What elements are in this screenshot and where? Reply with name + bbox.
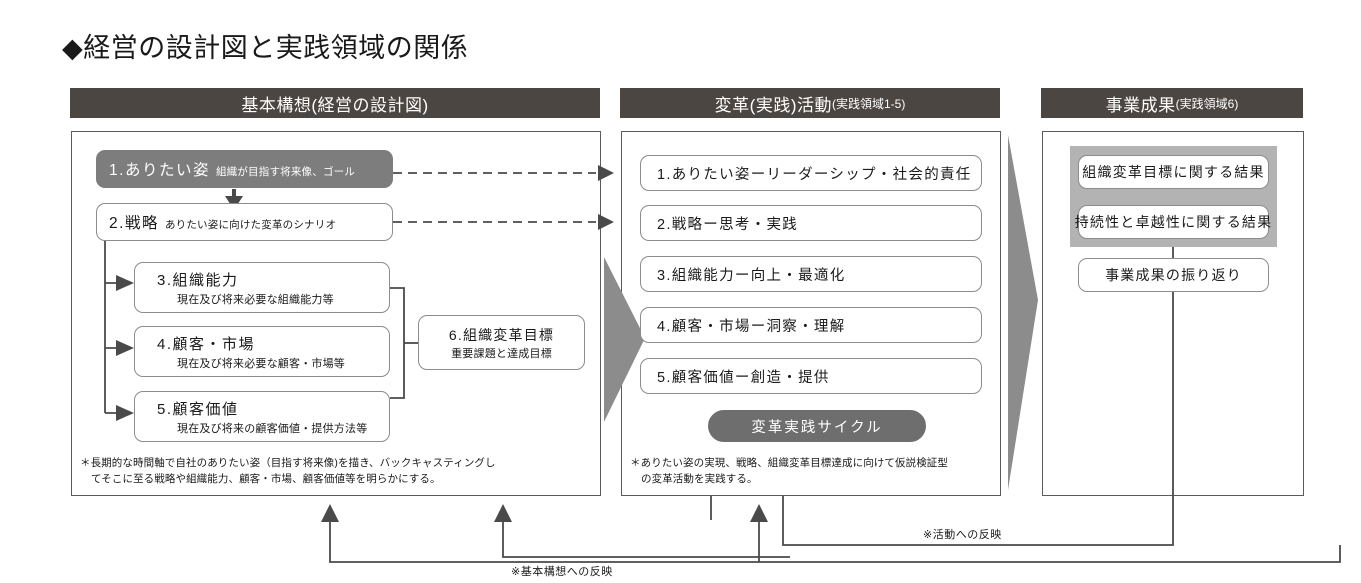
footnote-basic-concept: ＊長期的な時間軸で自社のありたい姿（目指す将来像)を描き、バックキャスティングし… [80, 455, 595, 488]
loop-long-bottom [329, 520, 1341, 563]
box-desc: 現在及び将来必要な組織能力等 [177, 293, 334, 306]
chevron-arrow-2 [1008, 135, 1038, 490]
box-results-3[interactable]: 事業成果の振り返り [1078, 258, 1269, 292]
cycle-label: 変革実践サイクル [751, 419, 883, 436]
loop-activity-to-basic [502, 520, 790, 558]
box-activity-2[interactable]: 2. 戦略ー思考・実践 [640, 205, 982, 241]
box-number: 3. [157, 271, 173, 289]
box-activity-4[interactable]: 4. 顧客・市場ー洞察・理解 [640, 307, 982, 343]
box-title: 組織変革目標 [462, 326, 555, 343]
box-number: 5. [657, 369, 672, 386]
box-basic-1-aritaisugata[interactable]: 1. ありたい姿 組織が目指す将来像、ゴール [96, 150, 393, 188]
box-title: 顧客・市場ー洞察・理解 [671, 318, 846, 335]
loop-caption-activity: ※活動への反映 [923, 529, 1002, 541]
box-activity-cycle-pill[interactable]: 変革実践サイクル [708, 410, 926, 442]
box-title: ありたい姿ーリーダーシップ・社会的責任 [671, 166, 972, 183]
box-activity-5[interactable]: 5. 顧客価値ー創造・提供 [640, 358, 982, 394]
box-number: 2. [657, 216, 672, 233]
box-basic-5-kokyakukachi[interactable]: 5. 顧客価値 現在及び将来の顧客価値・提供方法等 [134, 391, 390, 442]
box-desc: ありたい姿に向けた変革のシナリオ [164, 219, 337, 231]
box-results-1[interactable]: 組織変革目標に関する結果 [1078, 155, 1269, 189]
box-number: 3. [657, 267, 672, 284]
footnote-line: てそこに至る戦略や組織能力、顧客・市場、顧客価値等を明らかにする。 [91, 473, 441, 486]
loop-caption-basic-concept: ※基本構想への反映 [511, 566, 613, 578]
box-basic-2-senryaku[interactable]: 2. 戦略 ありたい姿に向けた変革のシナリオ [96, 203, 393, 241]
box-title: 持続性と卓越性に関する結果 [1074, 214, 1273, 230]
box-number: 1. [109, 162, 125, 179]
box-number: 1. [657, 166, 672, 183]
box-activity-3[interactable]: 3. 組織能力ー向上・最適化 [640, 256, 982, 292]
box-results-2[interactable]: 持続性と卓越性に関する結果 [1075, 205, 1271, 239]
box-title: 組織変革目標に関する結果 [1082, 164, 1265, 180]
column-header-sub-text: (実践領域1-5) [831, 96, 906, 111]
loop-up-into-activity-head [750, 504, 768, 522]
box-basic-4-kokyaku-shijo[interactable]: 4. 顧客・市場 現在及び将来必要な顧客・市場等 [134, 326, 390, 377]
box-desc: 組織が目指す将来像、ゴール [215, 166, 356, 178]
box-title: 顧客価値 [172, 400, 239, 418]
column-header-paren-text: (経営の設計図) [311, 95, 429, 115]
box-title: 組織能力 [172, 271, 239, 289]
box-desc: 重要課題と達成目標 [451, 347, 552, 360]
box-title: 顧客・市場 [172, 335, 256, 353]
footnote-line: ＊長期的な時間軸で自社のありたい姿（目指す将来像)を描き、バックキャスティングし [80, 457, 496, 469]
box-number: 5. [157, 400, 173, 418]
box-basic-6-soshikihenkakumokuhyo[interactable]: 6. 組織変革目標 重要課題と達成目標 [418, 315, 585, 370]
box-desc: 現在及び将来の顧客価値・提供方法等 [177, 422, 368, 435]
box-number: 4. [157, 335, 173, 353]
column-header-main-text: 基本構想 [241, 95, 312, 115]
box-title: 組織能力ー向上・最適化 [671, 267, 846, 284]
loop-arrowhead-activity-to-basic [494, 504, 512, 522]
footnote-transformation-activity: ＊ありたい姿の実現、戦略、組織変革目標達成に向けて仮説検証型 の変革活動を実践す… [630, 455, 1000, 488]
column-header-basic-concept: 基本構想(経営の設計図) [70, 88, 600, 118]
column-header-sub-text: (実践領域6) [1175, 96, 1239, 111]
page-title: ◆経営の設計図と実践領域の関係 [62, 33, 469, 63]
loop-long-bottom-arrowhead [321, 504, 339, 522]
box-number: 6. [448, 326, 463, 343]
column-header-business-results: 事業成果(実践領域6) [1041, 88, 1303, 118]
box-title: 事業成果の振り返り [1105, 267, 1242, 283]
box-title: 顧客価値ー創造・提供 [671, 369, 830, 386]
box-title: 戦略ー思考・実践 [671, 216, 799, 233]
box-title: ありたい姿 [124, 162, 210, 179]
column-header-main-text: 変革(実践)活動 [714, 95, 832, 115]
footnote-line: の変革活動を実践する。 [641, 473, 758, 486]
box-basic-3-soshikinouryoku[interactable]: 3. 組織能力 現在及び将来必要な組織能力等 [134, 262, 390, 313]
box-desc: 現在及び将来必要な顧客・市場等 [177, 357, 345, 370]
footnote-line: ＊ありたい姿の実現、戦略、組織変革目標達成に向けて仮説検証型 [630, 457, 948, 469]
box-number: 4. [657, 318, 672, 335]
box-activity-1[interactable]: 1. ありたい姿ーリーダーシップ・社会的責任 [640, 155, 982, 191]
column-header-main-text: 事業成果 [1105, 95, 1176, 115]
box-number: 2. [109, 215, 125, 232]
column-header-transformation-activity: 変革(実践)活動(実践領域1-5) [620, 88, 1000, 118]
box-title: 戦略 [124, 215, 159, 232]
